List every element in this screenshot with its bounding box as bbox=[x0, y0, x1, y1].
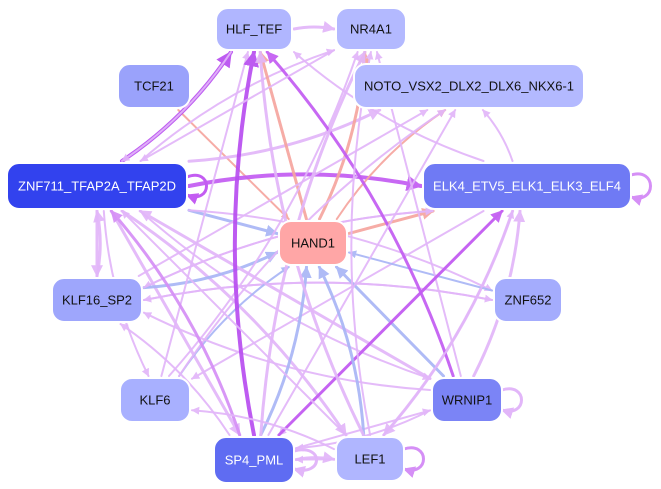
edge-sp4-to-klf16 bbox=[119, 323, 231, 436]
edge-nr4a1-to-znf711 bbox=[139, 49, 335, 162]
node-znf711[interactable]: ZNF711_TFAP2A_TFAP2D bbox=[6, 162, 188, 210]
edge-znf652-to-hand1 bbox=[348, 250, 493, 292]
node-noto[interactable]: NOTO_VSX2_DLX2_DLX6_NKX6-1 bbox=[353, 63, 585, 109]
edge-klf16-to-noto bbox=[137, 109, 429, 277]
node-label-hand1: HAND1 bbox=[291, 236, 335, 251]
node-klf6[interactable]: KLF6 bbox=[119, 377, 191, 423]
node-nr4a1[interactable]: NR4A1 bbox=[335, 7, 407, 51]
node-box-hlf-tef bbox=[215, 7, 293, 51]
edge-znf652-to-klf16 bbox=[143, 281, 493, 303]
node-wrnip1[interactable]: WRNIP1 bbox=[431, 377, 503, 423]
node-box-znf652 bbox=[493, 277, 563, 323]
edge-wrnip1-to-znf711 bbox=[138, 209, 432, 381]
self-loop-wrnip1 bbox=[500, 387, 523, 419]
node-box-lef1 bbox=[335, 436, 405, 482]
edge-wrnip1-to-hlf-tef bbox=[265, 50, 455, 378]
edge-klf16-to-hand1 bbox=[142, 251, 279, 290]
self-loop-lef1 bbox=[402, 446, 425, 478]
edge-klf16-to-znf711 bbox=[93, 209, 105, 278]
edge-sp4-to-znf711 bbox=[109, 209, 242, 437]
node-label-klf16: KLF16_SP2 bbox=[62, 293, 132, 308]
node-label-znf652: ZNF652 bbox=[505, 293, 552, 308]
node-lef1[interactable]: LEF1 bbox=[335, 436, 405, 482]
edge-sp4-to-elk4 bbox=[277, 209, 504, 437]
node-box-nr4a1 bbox=[335, 7, 407, 51]
edge-elk4-to-noto bbox=[481, 109, 514, 162]
edge-sp4-to-hlf-tef bbox=[232, 50, 260, 437]
self-loop-znf711 bbox=[185, 173, 208, 205]
edge-sp4-to-noto bbox=[267, 109, 457, 436]
node-znf652[interactable]: ZNF652 bbox=[493, 277, 563, 323]
node-label-lef1: LEF1 bbox=[354, 452, 385, 467]
edge-elk4-to-hlf-tef bbox=[293, 51, 485, 162]
node-label-hlf-tef: HLF_TEF bbox=[226, 22, 282, 37]
node-label-nr4a1: NR4A1 bbox=[350, 22, 392, 37]
node-box-wrnip1 bbox=[431, 377, 503, 423]
edge-znf711-to-nr4a1 bbox=[139, 48, 335, 162]
node-box-noto bbox=[353, 63, 585, 109]
self-loop-layer bbox=[185, 172, 652, 478]
node-box-znf711 bbox=[6, 162, 188, 210]
edge-lef1-to-elk4 bbox=[382, 210, 515, 436]
node-hand1[interactable]: HAND1 bbox=[278, 220, 348, 266]
node-label-noto: NOTO_VSX2_DLX2_DLX6_NKX6-1 bbox=[364, 79, 574, 94]
node-label-elk4: ELK4_ETV5_ELK1_ELK3_ELF4 bbox=[433, 179, 621, 194]
node-hlf-tef[interactable]: HLF_TEF bbox=[215, 7, 293, 51]
edge-znf711-to-elk4 bbox=[187, 172, 423, 192]
self-loop-elk4 bbox=[629, 172, 652, 206]
node-label-znf711: ZNF711_TFAP2A_TFAP2D bbox=[18, 179, 176, 194]
edge-znf711-to-lef1 bbox=[120, 209, 348, 437]
node-box-klf6 bbox=[119, 377, 191, 423]
edge-lef1-to-hand1 bbox=[317, 265, 366, 437]
edge-wrnip1-to-klf16 bbox=[143, 311, 431, 391]
edge-klf6-to-hlf-tef bbox=[160, 51, 250, 377]
edge-tcf21-to-hand1 bbox=[177, 109, 290, 220]
edge-lef1-to-klf6 bbox=[191, 406, 335, 451]
node-elk4[interactable]: ELK4_ETV5_ELK1_ELK3_ELF4 bbox=[422, 162, 632, 210]
node-box-klf16 bbox=[51, 277, 143, 323]
node-box-sp4 bbox=[213, 436, 295, 484]
node-box-hand1 bbox=[278, 220, 348, 266]
node-box-tcf21 bbox=[117, 63, 191, 109]
node-label-klf6: KLF6 bbox=[139, 393, 170, 408]
node-box-elk4 bbox=[422, 162, 632, 210]
edge-hlf-tef-to-znf711 bbox=[121, 51, 232, 162]
node-sp4[interactable]: SP4_PML bbox=[213, 436, 295, 484]
node-label-tcf21: TCF21 bbox=[134, 79, 174, 94]
node-tcf21[interactable]: TCF21 bbox=[117, 63, 191, 109]
edge-klf6-to-nr4a1 bbox=[168, 51, 360, 377]
node-klf16[interactable]: KLF16_SP2 bbox=[51, 277, 143, 323]
edge-hand1-to-hlf-tef bbox=[257, 50, 308, 221]
node-label-wrnip1: WRNIP1 bbox=[442, 393, 493, 408]
edge-lef1-to-znf711 bbox=[121, 210, 347, 436]
edge-hlf-tef-to-nr4a1 bbox=[292, 21, 336, 33]
self-loop-sp4 bbox=[292, 448, 318, 478]
edge-lef1-to-nr4a1 bbox=[350, 51, 374, 436]
edge-elk4-to-klf6 bbox=[191, 210, 485, 380]
node-label-sp4: SP4_PML bbox=[225, 453, 284, 468]
